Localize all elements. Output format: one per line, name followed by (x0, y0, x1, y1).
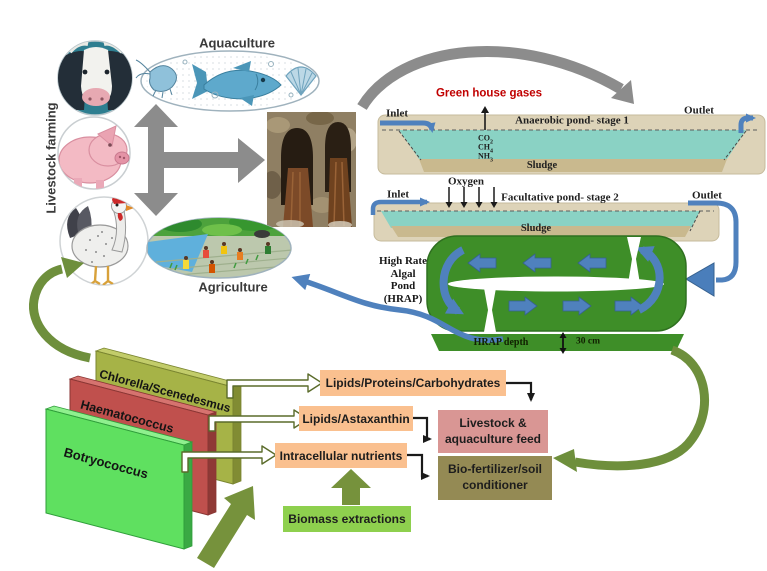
harvest-arrow (197, 486, 255, 568)
anaerobic-pond (377, 106, 766, 175)
box-biomass-extractions: Biomass extractions (283, 506, 411, 532)
hrap-label-line4: (HRAP) (383, 292, 423, 305)
gas-co2: CO2 (478, 133, 493, 146)
cattle-icon (57, 40, 133, 116)
bubbles (182, 59, 294, 99)
facultative-sludge-label: Sludge (520, 222, 552, 234)
hrap-left-turn-arrow (439, 246, 466, 315)
oxygen-label: Oxygen (447, 175, 485, 188)
anaerobic-inlet-pipe (380, 120, 436, 133)
hrap-label-line2: Algal (390, 267, 416, 280)
biomass-up-arrow (331, 469, 371, 505)
facultative-pond (370, 187, 739, 297)
hrap-pond (426, 235, 687, 332)
hrap-to-agriculture-arrow (291, 273, 504, 343)
box-lipids-astaxanthin: Lipids/Astaxanthin (299, 406, 413, 431)
algae-to-livestock-arrow (28, 257, 91, 363)
anaerobic-inlet-label: Inlet (386, 107, 408, 120)
hrap-label-line1: High Rate (379, 255, 427, 267)
aquaculture-illustration (135, 50, 320, 112)
anaerobic-outlet-pipe (738, 113, 756, 133)
pig-icon (57, 116, 131, 190)
hrap-depth-label: HRAP depth (473, 337, 529, 348)
hrap-depth-value: 30 cm (575, 336, 601, 347)
facultative-outlet-pipe (688, 200, 739, 283)
hrap-circulation-arrows (467, 253, 644, 316)
facultative-outlet-label: Outlet (692, 189, 722, 202)
box-biofertilizer-soil-conditioner: Bio-fertilizer/soil conditioner (438, 456, 552, 500)
hrap-to-products-arrow (553, 345, 710, 472)
wastewater-to-pond-arrow (357, 45, 634, 110)
fish-icon (192, 61, 282, 106)
hrap-label: High Rate Algal Pond (HRAP) (379, 255, 427, 305)
scallop-icon (285, 66, 317, 96)
paddle-wheels (484, 237, 641, 332)
box-livestock-aquaculture-feed: Livestock & aquaculture feed (438, 410, 548, 453)
facultative-pond-title: Facultative pond- stage 2 (501, 191, 619, 204)
aquaculture-label: Aquaculture (199, 35, 275, 51)
facultative-inlet-pipe (370, 197, 430, 215)
shrimp-icon (135, 59, 177, 99)
anaerobic-sludge-label: Sludge (526, 159, 558, 171)
anaerobic-pond-title: Anaerobic pond- stage 1 (515, 114, 629, 127)
wastewater-photo (267, 112, 356, 227)
box-intracellular-nutrients: Intracellular nutrients (275, 443, 407, 468)
oxygen-arrows (448, 187, 495, 203)
agriculture-label: Agriculture (198, 279, 268, 295)
hrap-right-turn-arrow (635, 246, 664, 314)
livestock-farming-label: Livestock farming (43, 102, 59, 214)
hrap-label-line3: Pond (390, 280, 416, 292)
agriculture-illustration (146, 217, 292, 279)
anaerobic-outlet-label: Outlet (684, 104, 714, 117)
farmer-figures (183, 242, 271, 273)
greenhouse-gases-label: Green house gases (435, 87, 543, 100)
algae-panel-botryococcus (44, 405, 194, 550)
gas-nh3: NH3 (478, 151, 493, 164)
exchange-arrows (134, 104, 265, 216)
hrap-inflow-arrowhead (685, 262, 715, 297)
facultative-inlet-label: Inlet (387, 188, 409, 201)
product-connectors (407, 381, 535, 480)
gas-ch4: CH4 (478, 142, 493, 155)
box-lipids-proteins-carbohydrates: Lipids/Proteins/Carbohydrates (320, 370, 506, 396)
